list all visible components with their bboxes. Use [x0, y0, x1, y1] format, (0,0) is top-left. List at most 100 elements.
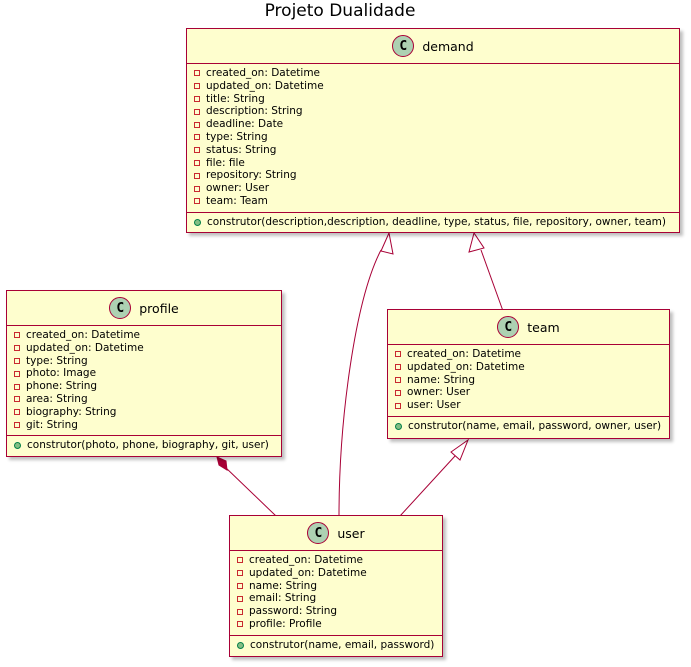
- attribute-text: phone: String: [26, 380, 98, 393]
- attribute-text: created_on: Datetime: [249, 554, 364, 566]
- attribute-row: photo: Image: [7, 367, 281, 380]
- private-visibility-icon: [194, 121, 200, 128]
- private-visibility-icon: [237, 557, 243, 564]
- class-header: C profile: [7, 291, 281, 326]
- attribute-row: email: String: [230, 592, 442, 605]
- attribute-text: password: String: [249, 605, 338, 618]
- attribute-row: updated_on: Datetime: [7, 342, 281, 355]
- public-visibility-icon: [237, 641, 244, 649]
- attribute-text: email: String: [249, 592, 317, 605]
- private-visibility-icon: [14, 357, 20, 364]
- attribute-text: created_on: Datetime: [206, 67, 321, 79]
- attribute-text: description: String: [206, 105, 303, 118]
- attribute-row: updated_on: Datetime: [187, 80, 679, 93]
- attribute-row: team: Team: [187, 195, 679, 208]
- attribute-text: updated_on: Datetime: [26, 341, 144, 354]
- attribute-row: status: String: [187, 144, 679, 157]
- method-row: construtor(description,description, dead…: [187, 216, 679, 229]
- team-to-demand-arrowhead: [468, 231, 485, 253]
- attribute-row: phone: String: [7, 380, 281, 393]
- attribute-text: git: String: [26, 418, 78, 431]
- attribute-row: name: String: [388, 374, 669, 387]
- private-visibility-icon: [14, 370, 20, 377]
- class-icon: C: [392, 35, 415, 57]
- attribute-row: deadline: Date: [187, 118, 679, 131]
- attribute-row: type: String: [7, 355, 281, 368]
- public-visibility-icon: [14, 442, 21, 450]
- attribute-text: name: String: [249, 579, 317, 592]
- method-row: construtor(name, email, password, owner,…: [388, 420, 669, 433]
- method-row: construtor(name, email, password): [230, 639, 442, 652]
- user-to-team-inheritance-line: [399, 455, 456, 517]
- private-visibility-icon: [395, 402, 401, 409]
- private-visibility-icon: [14, 383, 20, 390]
- private-visibility-icon: [395, 351, 401, 358]
- class-icon: C: [109, 297, 132, 319]
- method-row: construtor(photo, phone, biography, git,…: [7, 439, 281, 452]
- private-visibility-icon: [14, 396, 20, 403]
- attribute-text: area: String: [26, 392, 88, 405]
- private-visibility-icon: [194, 134, 200, 141]
- attribute-text: user: User: [407, 399, 461, 412]
- attribute-text: owner: User: [407, 386, 471, 399]
- attribute-row: file: file: [187, 157, 679, 170]
- attribute-text: owner: User: [206, 182, 270, 195]
- attribute-text: name: String: [407, 373, 475, 386]
- private-visibility-icon: [395, 364, 401, 371]
- attribute-text: updated_on: Datetime: [249, 566, 367, 579]
- attribute-text: created_on: Datetime: [26, 329, 141, 341]
- profile-user-composition-diamond: [216, 456, 228, 471]
- private-visibility-icon: [194, 198, 200, 205]
- public-visibility-icon: [194, 218, 201, 226]
- attribute-row: created_on: Datetime: [388, 348, 669, 361]
- attribute-row: updated_on: Datetime: [388, 361, 669, 374]
- attribute-row: created_on: Datetime: [230, 554, 442, 567]
- private-visibility-icon: [194, 108, 200, 115]
- attribute-text: repository: String: [206, 169, 297, 182]
- class-icon: C: [307, 522, 330, 544]
- private-visibility-icon: [237, 621, 243, 628]
- class-name: user: [337, 525, 365, 541]
- attribute-row: name: String: [230, 580, 442, 593]
- methods-section: construtor(name, email, password, owner,…: [388, 417, 669, 436]
- attribute-row: git: String: [7, 419, 281, 432]
- attribute-text: updated_on: Datetime: [407, 360, 525, 373]
- attribute-text: status: String: [206, 143, 277, 156]
- class-header: C user: [230, 516, 442, 551]
- attribute-row: owner: User: [388, 386, 669, 399]
- attribute-row: repository: String: [187, 169, 679, 182]
- private-visibility-icon: [194, 185, 200, 192]
- attribute-row: password: String: [230, 605, 442, 618]
- attribute-text: updated_on: Datetime: [206, 79, 324, 92]
- methods-section: construtor(name, email, password): [230, 636, 442, 655]
- user-to-demand-inheritance-line: [338, 249, 382, 517]
- attribute-text: title: String: [206, 92, 265, 105]
- method-text: construtor(name, email, password, owner,…: [408, 419, 662, 432]
- attribute-row: user: User: [388, 399, 669, 412]
- private-visibility-icon: [194, 159, 200, 166]
- private-visibility-icon: [237, 582, 243, 589]
- attribute-row: updated_on: Datetime: [230, 567, 442, 580]
- methods-section: construtor(photo, phone, biography, git,…: [7, 436, 281, 455]
- private-visibility-icon: [237, 608, 243, 615]
- attribute-row: title: String: [187, 93, 679, 106]
- private-visibility-icon: [395, 376, 401, 383]
- attribute-row: profile: Profile: [230, 618, 442, 631]
- class-name: team: [527, 319, 560, 335]
- attribute-text: file: file: [206, 156, 245, 169]
- private-visibility-icon: [14, 421, 20, 428]
- attribute-row: created_on: Datetime: [7, 329, 281, 342]
- public-visibility-icon: [395, 422, 402, 430]
- attribute-text: photo: Image: [26, 367, 97, 380]
- attribute-row: description: String: [187, 105, 679, 118]
- method-text: construtor(name, email, password): [250, 638, 435, 651]
- private-visibility-icon: [237, 570, 243, 577]
